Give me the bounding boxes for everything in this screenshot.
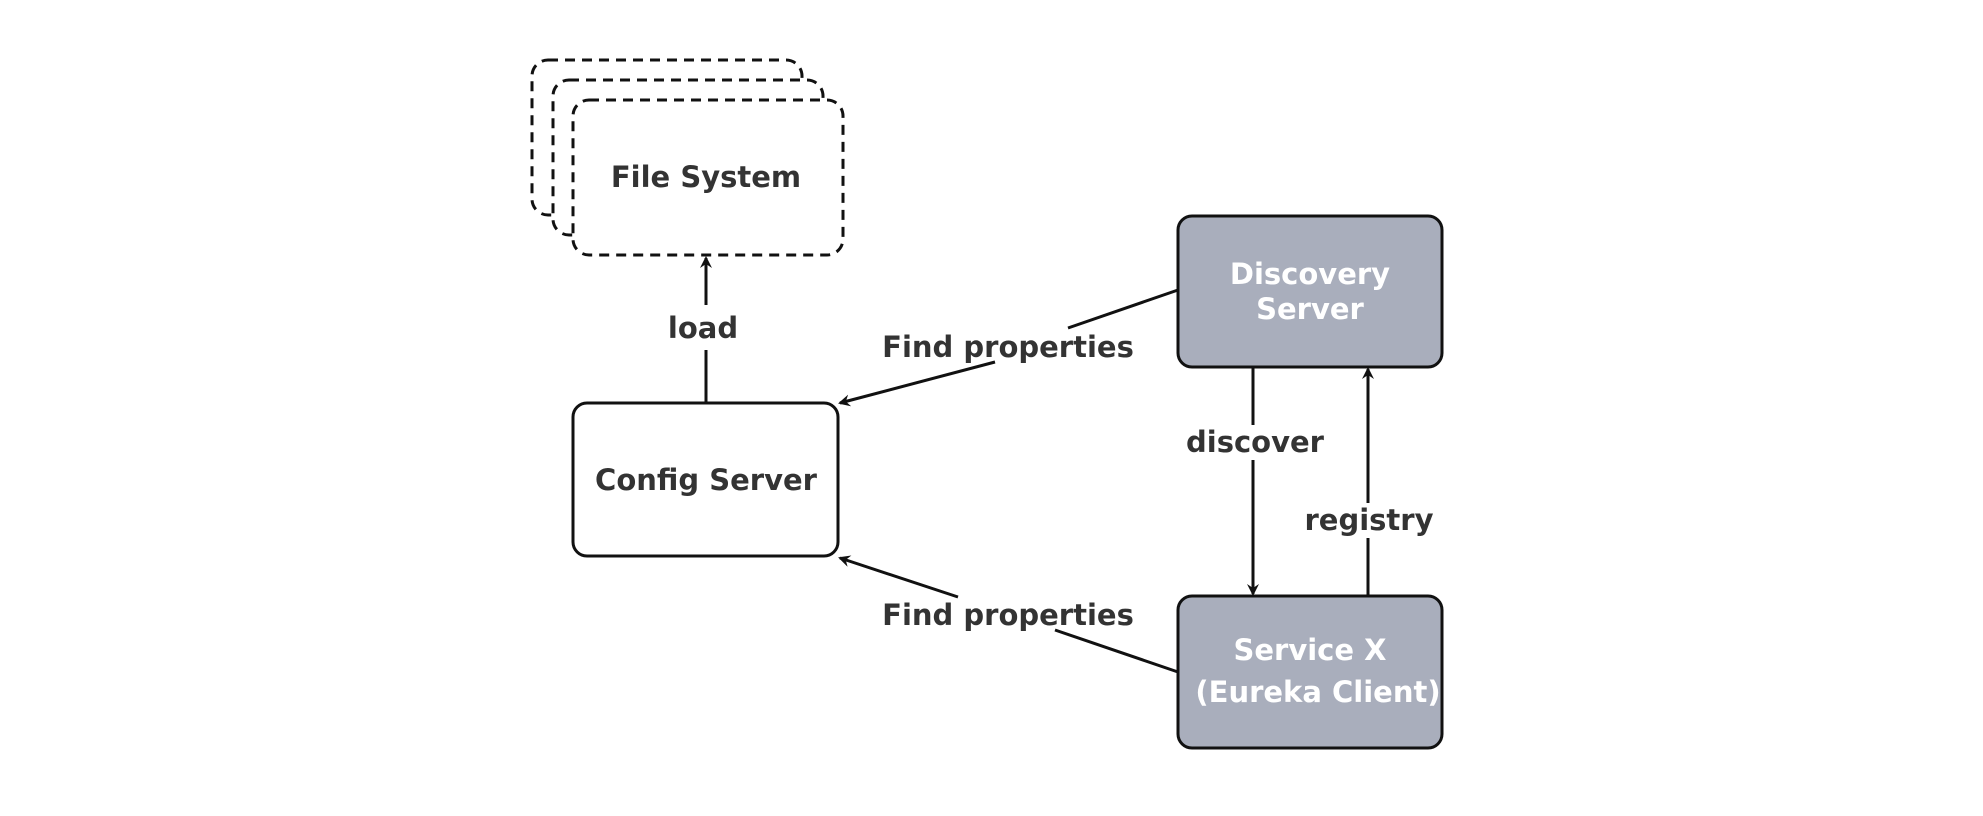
file-system-node: File System bbox=[530, 58, 845, 257]
discovery-server-label-line2: Server bbox=[1256, 292, 1364, 326]
edge-find-properties-service-label: Find properties bbox=[882, 598, 1134, 632]
discovery-server-node: Discovery Server bbox=[1176, 214, 1444, 369]
service-x-label-line1: Service X bbox=[1233, 633, 1386, 667]
edge-discover: discover bbox=[1186, 367, 1325, 596]
edge-find-properties-service-line-upper bbox=[838, 555, 959, 599]
service-x-node: Service X (Eureka Client) bbox=[1176, 594, 1444, 750]
edge-find-properties-service: Find properties bbox=[838, 555, 1179, 674]
edge-load-label: load bbox=[668, 311, 738, 345]
edge-find-properties-service-line-lower bbox=[1054, 628, 1179, 674]
edge-find-properties-discovery-line-upper bbox=[1067, 288, 1179, 330]
edge-discover-label: discover bbox=[1186, 425, 1325, 459]
edge-find-properties-discovery-line-lower bbox=[838, 360, 996, 407]
file-system-box bbox=[571, 98, 845, 257]
config-server-label: Config Server bbox=[595, 463, 818, 497]
service-x-label-line2: (Eureka Client) bbox=[1195, 675, 1440, 709]
edge-registry-label: registry bbox=[1305, 503, 1434, 537]
config-server-node: Config Server bbox=[571, 401, 840, 558]
edge-load: load bbox=[668, 256, 738, 403]
discovery-server-label-line1: Discovery bbox=[1230, 257, 1390, 291]
edge-find-properties-discovery: Find properties bbox=[838, 288, 1179, 407]
file-system-label: File System bbox=[611, 160, 801, 194]
service-x-box bbox=[1176, 594, 1444, 750]
edge-find-properties-discovery-label: Find properties bbox=[882, 330, 1134, 364]
edge-registry: registry bbox=[1305, 367, 1434, 596]
